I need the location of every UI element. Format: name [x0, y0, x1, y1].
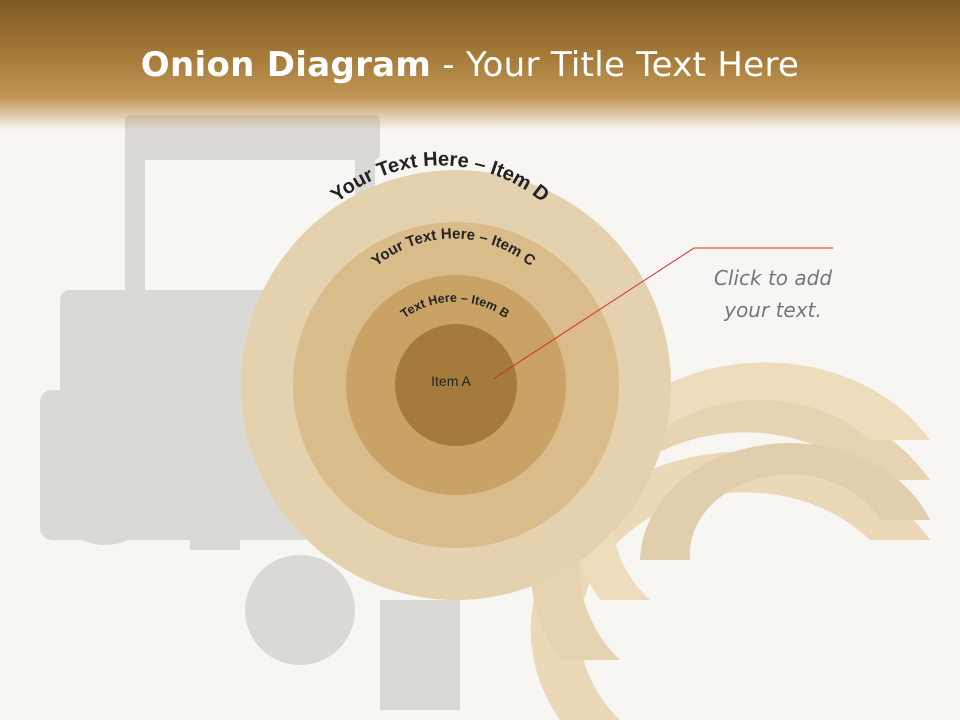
slide-title: Onion Diagram - Your Title Text Here: [0, 45, 940, 85]
layer-item-a[interactable]: [395, 324, 517, 446]
callout-text-placeholder[interactable]: Click to add your text.: [713, 266, 833, 322]
callout-line: [492, 247, 833, 380]
forklift-illustration: [40, 115, 460, 710]
item-a-label: Item A: [431, 373, 471, 389]
title-rest: - Your Title Text Here: [431, 45, 800, 85]
title-bar: [0, 0, 960, 130]
title-bold: Onion Diagram: [140, 45, 432, 85]
